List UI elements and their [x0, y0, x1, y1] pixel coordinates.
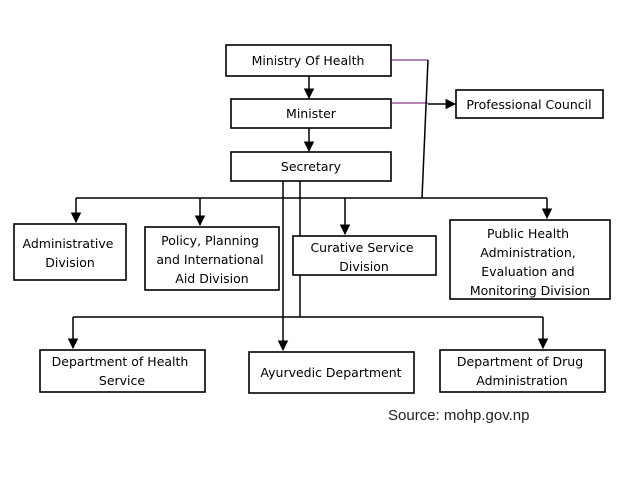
node-secretary-box [230, 151, 392, 182]
node-minister-box [230, 98, 392, 129]
node-council-label: Professional Council [466, 97, 591, 112]
node-publichealth-box [449, 219, 611, 300]
node-council: Professional Council [455, 89, 604, 119]
node-secretary: Secretary [230, 151, 392, 182]
node-curative: Curative Service Division [292, 235, 437, 276]
node-admin-label: Administrative Division [23, 236, 118, 270]
node-ayurvedic: Ayurvedic Department [248, 351, 415, 394]
node-dda-box [439, 349, 606, 393]
node-ministry-box [225, 44, 392, 77]
node-ministry-label: Ministry Of Health [252, 53, 365, 68]
council-vertical-line [421, 59, 429, 199]
node-minister-label: Minister [286, 106, 337, 121]
node-dda-label: Department of Drug Administration [457, 354, 587, 388]
node-dohs-label: Department of Health Service [52, 354, 193, 388]
node-dda: Department of Drug Administration [439, 349, 606, 393]
node-minister: Minister [230, 98, 392, 129]
node-council-box [455, 89, 604, 119]
node-policy-box [144, 226, 280, 291]
node-publichealth: Public Health Administration, Evaluation… [449, 219, 611, 300]
node-dohs-box [39, 349, 206, 393]
node-curative-label: Curative Service Division [310, 240, 417, 274]
node-publichealth-label: Public Health Administration, Evaluation… [470, 226, 590, 298]
node-policy: Policy, Planning and International Aid D… [144, 226, 280, 291]
node-ayurvedic-box [248, 351, 415, 394]
node-admin: Administrative Division [13, 223, 127, 281]
node-policy-label: Policy, Planning and International Aid D… [156, 233, 267, 286]
node-secretary-label: Secretary [281, 159, 342, 174]
node-curative-box [292, 235, 437, 276]
node-dohs: Department of Health Service [39, 349, 206, 393]
source-caption: Source: mohp.gov.np [388, 407, 529, 424]
node-ministry: Ministry Of Health [225, 44, 392, 77]
node-admin-box [13, 223, 127, 281]
node-ayurvedic-label: Ayurvedic Department [260, 365, 401, 380]
